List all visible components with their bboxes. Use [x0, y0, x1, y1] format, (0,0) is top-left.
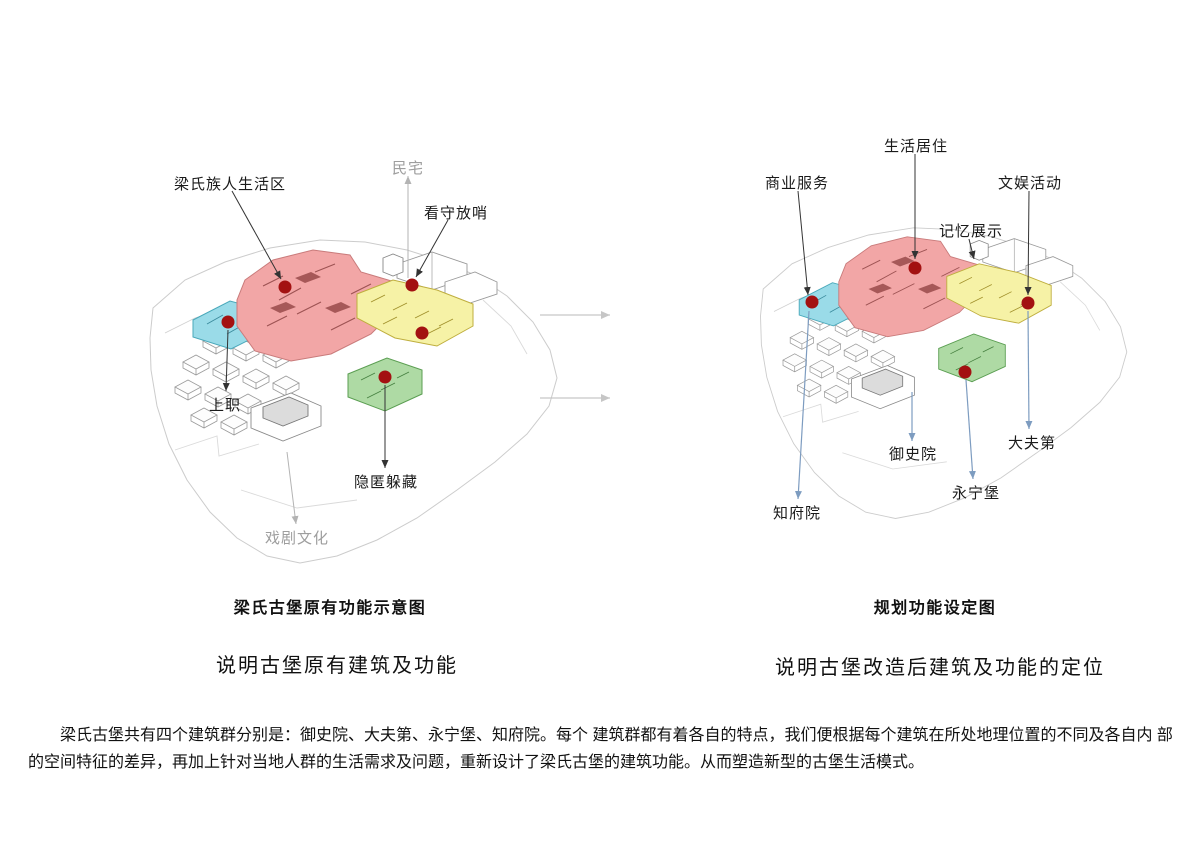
label-living-area: 梁氏族人生活区 [173, 176, 287, 193]
left-panel-caption: 说明古堡原有建筑及功能 [216, 655, 458, 677]
label-zhifuyuan: 知府院 [772, 505, 822, 522]
leader-drama [286, 451, 299, 525]
marker-dot [958, 365, 972, 379]
marker-dot [405, 278, 419, 292]
label-memory: 记忆展示 [938, 223, 1004, 240]
label-hide: 隐匿躲藏 [353, 474, 419, 491]
marker-dot [908, 261, 922, 275]
marker-dot [378, 370, 392, 384]
marker-dot [221, 315, 235, 329]
label-commerce: 商业服务 [764, 175, 830, 192]
right-diagram [761, 154, 1127, 519]
leader-work [222, 329, 230, 392]
leader-dafudi [1025, 310, 1033, 430]
leader-living-area [231, 190, 282, 280]
leader-memory [968, 238, 976, 260]
left-diagram [150, 176, 557, 563]
right-panel-caption: 说明古堡改造后建筑及功能的定位 [775, 657, 1105, 679]
leader-yongningbao [965, 379, 976, 480]
marker-dot [278, 280, 292, 294]
marker-dot [1021, 296, 1035, 310]
label-drama: 戏剧文化 [264, 530, 330, 547]
leader-culture [1024, 190, 1032, 296]
label-work: 上职 [208, 397, 242, 414]
label-guard: 看守放哨 [423, 205, 489, 222]
leader-guard [415, 219, 449, 278]
label-yushiyuan: 御史院 [888, 446, 938, 463]
leader-zhifuyuan [794, 310, 810, 500]
marker-dot [805, 295, 819, 309]
leader-commerce [797, 190, 811, 296]
label-living: 生活居住 [883, 138, 949, 155]
label-dafudi: 大夫第 [1007, 435, 1057, 452]
left-panel-title: 梁氏古堡原有功能示意图 [233, 600, 427, 617]
description-paragraph: 梁氏古堡共有四个建筑群分别是：御史院、大夫第、永宁堡、知府院。每个 建筑群都有着… [28, 727, 1173, 772]
label-culture: 文娱活动 [997, 175, 1063, 192]
label-yongningbao: 永宁堡 [951, 485, 1001, 502]
right-panel-title: 规划功能设定图 [873, 600, 997, 617]
marker-dot [415, 326, 429, 340]
label-residence: 民宅 [391, 160, 425, 177]
transition-arrows [540, 311, 610, 402]
